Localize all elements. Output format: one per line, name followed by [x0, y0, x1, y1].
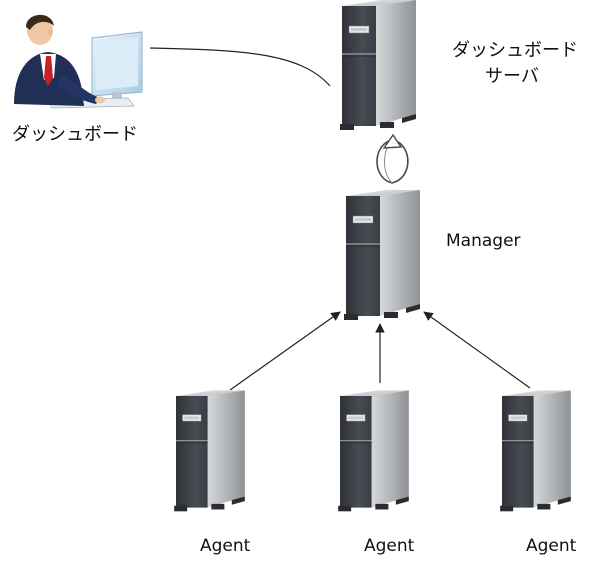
dashboard-server-label-line1: ダッシュボード: [452, 40, 578, 61]
agent-server-2-tower-icon: [337, 389, 410, 512]
dashboard-server-label-line2: サーバ: [485, 66, 539, 87]
arrow-agent3-to-manager: [423, 311, 531, 389]
agent-server-1-tower-icon: [173, 389, 246, 512]
dashboard-label: ダッシュボード: [12, 124, 138, 145]
agent-server-3-tower-icon: [499, 389, 572, 512]
manager-label: Manager: [446, 231, 521, 251]
agent-label-1: Agent: [200, 536, 251, 556]
circular-sync-arrow-icon: [376, 133, 409, 184]
arrow-agent1-to-manager: [229, 311, 341, 391]
person-at-computer-icon: [14, 14, 143, 109]
agent-label-3: Agent: [526, 536, 577, 556]
dashboard-link-line: [149, 47, 331, 87]
dashboard-server-tower-icon: [339, 0, 417, 131]
manager-server-tower-icon: [343, 189, 421, 321]
agent-label-2: Agent: [364, 536, 415, 556]
